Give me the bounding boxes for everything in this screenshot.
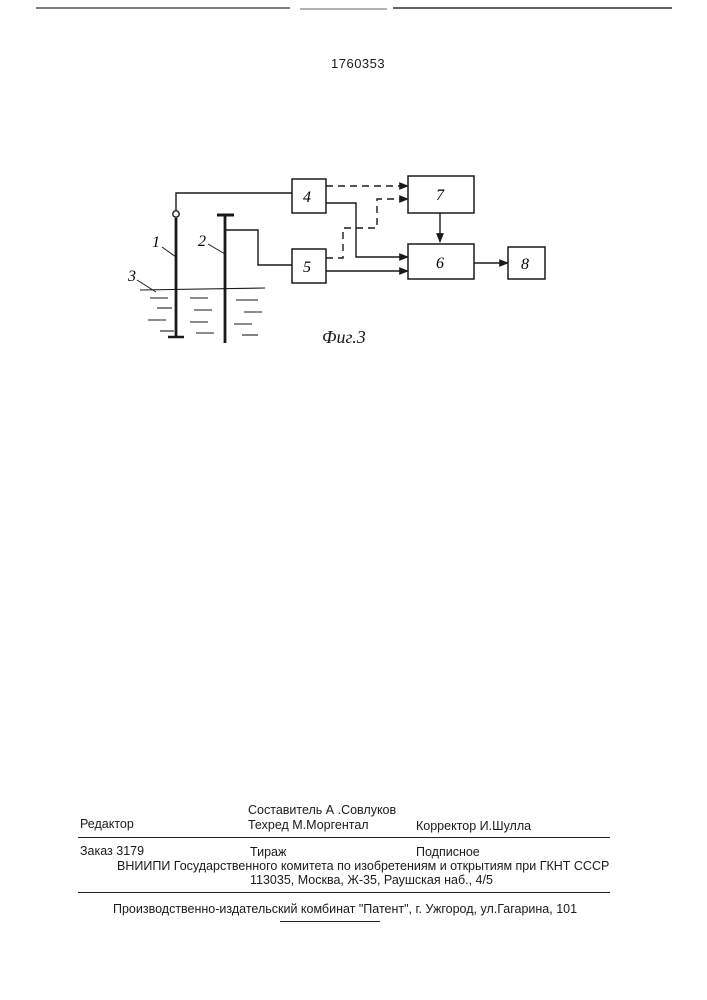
dashed-block5-block7 (326, 199, 408, 258)
block-6-label: 6 (436, 255, 444, 272)
electrode-1-label: 1 (152, 234, 160, 251)
order-number: Заказ 3179 (80, 844, 144, 858)
subscription-label: Подписное (416, 845, 480, 859)
block-4-label: 4 (303, 189, 311, 206)
block-7-label: 7 (436, 187, 445, 204)
block-diagram: 1 2 3 4 5 6 7 8 (0, 0, 707, 380)
bottom-short-rule (280, 921, 380, 922)
wire-electrode2-block5 (225, 230, 292, 265)
block-5-label: 5 (303, 259, 311, 276)
editor-label: Редактор (80, 817, 134, 831)
liquid-medium (140, 288, 265, 335)
colophon-rule-1 (78, 837, 610, 838)
printer-line: Производственно-издательский комбинат "П… (113, 902, 577, 916)
wire-block4-block6 (326, 203, 408, 257)
composer-line: Составитель А .Совлуков (248, 803, 396, 817)
wire-electrode1-block4 (176, 193, 292, 211)
vniipi-line: ВНИИПИ Государственного комитета по изоб… (117, 859, 609, 873)
electrode-2 (217, 215, 234, 343)
block-8-label: 8 (521, 256, 529, 273)
liquid-label: 3 (127, 268, 136, 285)
electrode-1 (168, 211, 184, 337)
address-line: 113035, Москва, Ж-35, Раушская наб., 4/5 (250, 873, 493, 887)
circulation-label: Тираж (250, 845, 286, 859)
corrector-line: Корректор И.Шулла (416, 819, 531, 833)
figure-caption: Фиг.3 (322, 327, 366, 348)
colophon-rule-2 (78, 892, 610, 893)
techred-line: Техред М.Моргентал (248, 818, 369, 832)
electrode-2-label: 2 (198, 233, 206, 250)
